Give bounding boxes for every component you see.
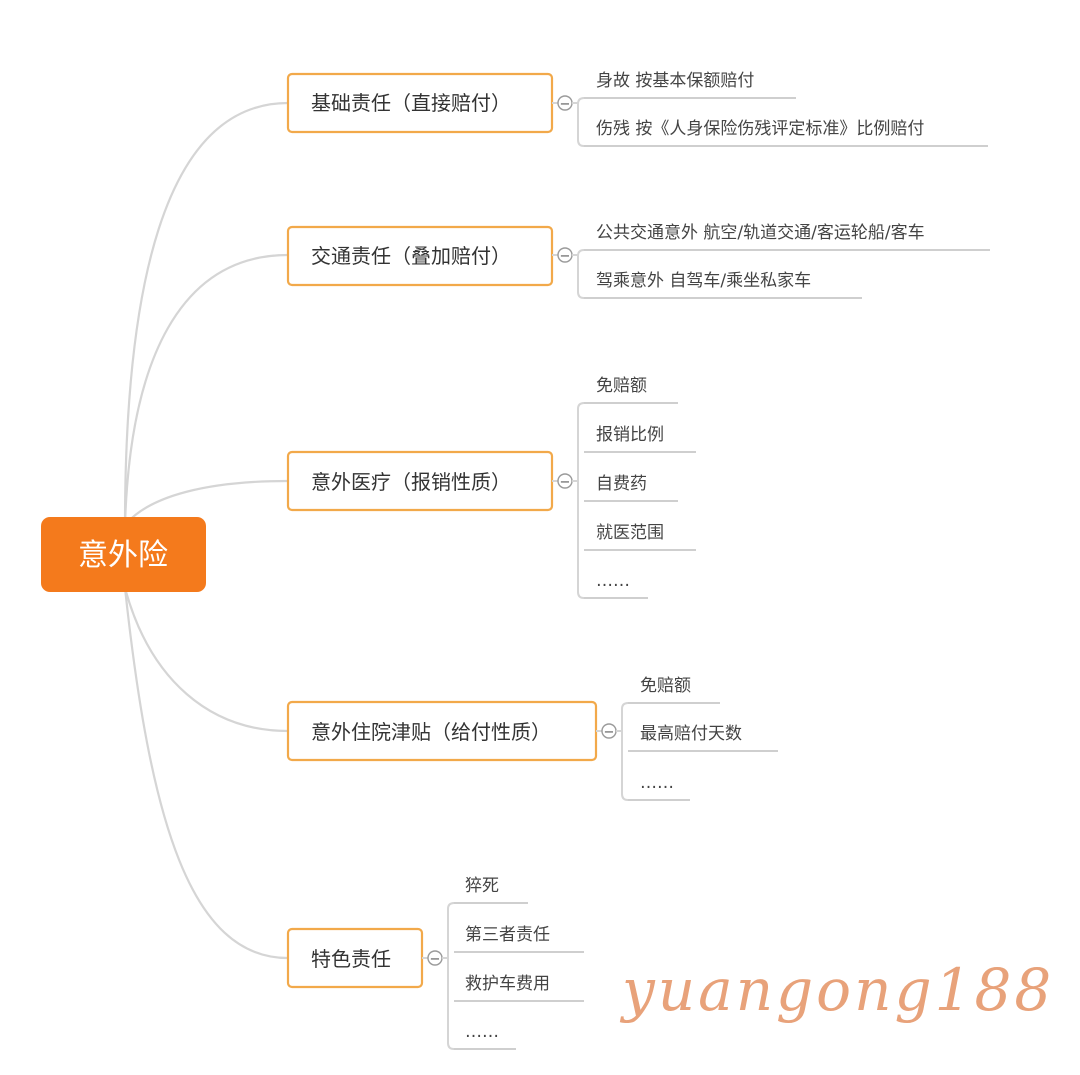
leaf-list: 公共交通意外 航空/轨道交通/客运轮船/客车 驾乘意外 自驾车/乘坐私家车	[584, 223, 990, 299]
leaf-label: 第三者责任	[465, 925, 550, 945]
leaf-bracket	[572, 97, 585, 147]
root-connector-4	[123, 587, 289, 733]
root-connector-3	[124, 479, 289, 526]
leaf-item[interactable]: 驾乘意外 自驾车/乘坐私家车	[584, 271, 862, 299]
leaf-label: 报销比例	[596, 425, 664, 445]
branch-accident-medical[interactable]: 意外医疗（报销性质）	[286, 450, 554, 512]
branch-label: 特色责任	[311, 947, 391, 971]
collapse-symbol: −	[560, 97, 571, 112]
leaf-bracket	[442, 902, 455, 1050]
leaf-bracket	[572, 402, 585, 599]
leaf-list: 身故 按基本保额赔付 伤残 按《人身保险伤残评定标准》比例赔付	[584, 71, 988, 147]
collapse-symbol: −	[560, 249, 571, 264]
leaf-label: ……	[640, 773, 674, 793]
branch-hospital-allowance[interactable]: 意外住院津贴（给付性质）	[286, 700, 598, 762]
leaf-list: 猝死 第三者责任 救护车费用 ……	[454, 876, 584, 1050]
leaf-label: 救护车费用	[465, 974, 550, 994]
collapse-toggle-3[interactable]: −	[557, 473, 573, 490]
leaf-bracket	[616, 702, 629, 801]
collapse-symbol: −	[604, 725, 615, 740]
watermark-text: yuangong188	[619, 956, 1054, 1024]
leaf-item[interactable]: 猝死	[454, 876, 528, 904]
branch-label: 交通责任（叠加赔付）	[311, 244, 511, 268]
leaf-label: ……	[596, 571, 630, 591]
leaf-label: 伤残 按《人身保险伤残评定标准》比例赔付	[596, 119, 924, 139]
branch-basic-liability[interactable]: 基础责任（直接赔付）	[286, 72, 554, 134]
leaf-bracket	[572, 249, 585, 299]
leaf-label: 驾乘意外 自驾车/乘坐私家车	[596, 271, 811, 291]
leaf-label: 免赔额	[640, 676, 691, 696]
collapse-symbol: −	[430, 952, 441, 967]
leaf-label: ……	[465, 1022, 499, 1042]
leaf-item[interactable]: ……	[454, 1022, 516, 1050]
root-node-box	[41, 517, 206, 592]
leaf-list: 免赔额 最高赔付天数 ……	[628, 676, 778, 801]
leaf-item[interactable]: 第三者责任	[454, 925, 584, 953]
collapse-toggle-4[interactable]: −	[601, 723, 617, 740]
leaf-item[interactable]: 身故 按基本保额赔付	[584, 71, 796, 99]
leaf-label: 自费药	[596, 474, 647, 494]
collapse-toggle-5[interactable]: −	[427, 950, 443, 967]
root-connectors	[123, 101, 289, 960]
branch-label: 意外住院津贴（给付性质）	[311, 720, 551, 744]
leaf-item[interactable]: 免赔额	[584, 376, 678, 404]
leaf-item[interactable]: 公共交通意外 航空/轨道交通/客运轮船/客车	[584, 223, 990, 251]
root-node[interactable]: 意外险	[41, 517, 206, 592]
root-node-label: 意外险	[78, 538, 168, 573]
leaf-label: 最高赔付天数	[640, 724, 742, 744]
leaf-item[interactable]: 自费药	[584, 474, 678, 502]
root-connector-5	[123, 587, 289, 960]
leaf-item[interactable]: 报销比例	[584, 425, 696, 453]
leaf-label: 公共交通意外 航空/轨道交通/客运轮船/客车	[596, 223, 925, 243]
collapse-symbol: −	[560, 475, 571, 490]
leaf-item[interactable]: 就医范围	[584, 523, 696, 551]
leaf-item[interactable]: 伤残 按《人身保险伤残评定标准》比例赔付	[584, 119, 988, 147]
leaf-label: 猝死	[465, 876, 499, 896]
leaf-item[interactable]: 救护车费用	[454, 974, 584, 1002]
leaf-label: 身故 按基本保额赔付	[596, 71, 754, 91]
root-connector-2	[123, 253, 289, 526]
leaf-label: 就医范围	[596, 523, 664, 543]
collapse-toggle-2[interactable]: −	[557, 247, 573, 264]
branch-label: 基础责任（直接赔付）	[311, 91, 511, 115]
collapse-toggle-1[interactable]: −	[557, 95, 573, 112]
leaf-item[interactable]: 免赔额	[628, 676, 720, 704]
branch-traffic-liability[interactable]: 交通责任（叠加赔付）	[286, 225, 554, 287]
leaf-list: 免赔额 报销比例 自费药 就医范围 ……	[584, 376, 696, 599]
leaf-item[interactable]: ……	[584, 571, 648, 599]
root-connector-1	[123, 101, 289, 526]
branch-special-liability[interactable]: 特色责任	[286, 927, 424, 989]
leaf-item[interactable]: ……	[628, 773, 690, 801]
leaf-item[interactable]: 最高赔付天数	[628, 724, 778, 752]
branch-label: 意外医疗（报销性质）	[311, 470, 511, 494]
leaf-label: 免赔额	[596, 376, 647, 396]
